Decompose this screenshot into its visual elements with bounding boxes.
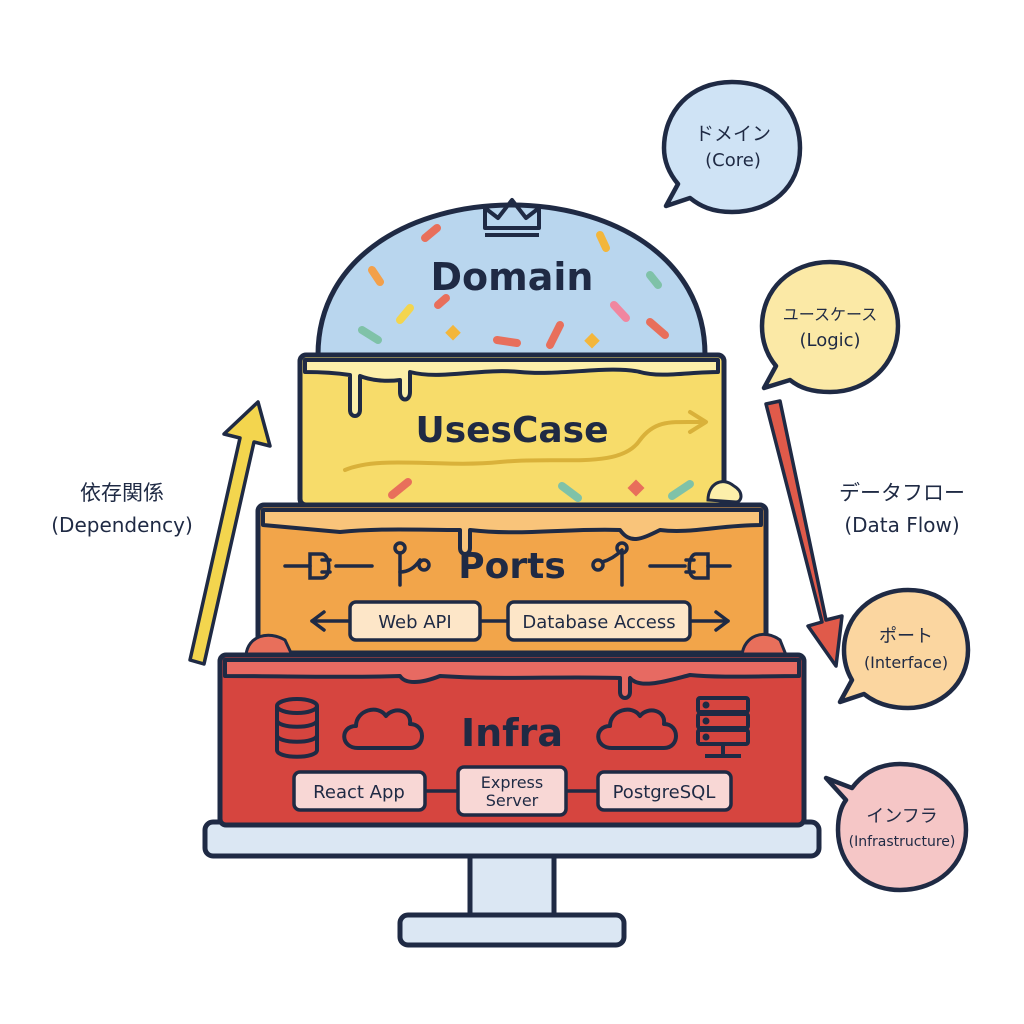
plug-icon: [283, 552, 374, 580]
web-api-box: [348, 600, 482, 642]
database-access-label: Database Access: [522, 612, 675, 633]
bubble-domain-jp: ドメイン: [695, 123, 771, 145]
express-server-box: [456, 765, 568, 817]
dataflow-label-jp: データフロー: [839, 481, 965, 505]
bubble-ports: ポート (Interface): [837, 587, 971, 711]
circuit-icon: [393, 541, 431, 587]
dependency-label-en: (Dependency): [51, 513, 193, 537]
postgresql-label: PostgreSQL: [613, 782, 716, 803]
infra-layer: Infra React App Express Server PostgreSQ…: [217, 632, 807, 828]
dataflow-label-en: (Data Flow): [844, 513, 959, 537]
crown-icon: [483, 198, 541, 237]
usecase-sprinkles: [388, 478, 694, 502]
usecase-layer: UsesCase: [297, 352, 743, 508]
bubble-usecase-jp: ユースケース: [783, 305, 877, 324]
bubble-ports-jp: ポート: [879, 626, 933, 647]
database-icon: [275, 697, 319, 759]
postgresql-box: [596, 770, 733, 812]
web-api-label: Web API: [378, 612, 451, 633]
react-app-box: [292, 770, 427, 812]
circuit-icon-right: [591, 541, 629, 587]
bubble-domain-en: (Core): [705, 150, 761, 171]
bubble-infra-jp: インフラ: [866, 806, 937, 827]
infra-label: Infra: [461, 711, 563, 755]
react-app-label: React App: [313, 782, 405, 803]
server-label: Server: [486, 791, 539, 810]
database-access-box: [506, 600, 692, 642]
bubble-domain: ドメイン (Core): [661, 79, 803, 215]
bubble-infra: インフラ (Infrastructure): [823, 761, 969, 893]
bubble-infra-en: (Infrastructure): [849, 834, 956, 850]
ports-layer: Ports Web API Database Access: [255, 502, 769, 656]
express-label: Express: [481, 773, 543, 792]
bubble-ports-en: (Interface): [864, 653, 948, 672]
bubble-usecase: ユースケース (Logic): [759, 259, 901, 395]
monitor-stand: [202, 819, 822, 948]
dependency-arrow: [188, 400, 272, 666]
plug-icon-right: [648, 552, 732, 580]
data-flow-arrow: [764, 399, 844, 668]
bubble-usecase-en: (Logic): [799, 330, 860, 351]
ports-label: Ports: [458, 546, 566, 587]
cloud-icon-right: [596, 707, 678, 750]
usecase-label: UsesCase: [415, 410, 608, 451]
dependency-label-jp: 依存関係: [80, 481, 164, 505]
sprinkles: [358, 224, 669, 349]
server-rack-icon: [696, 696, 750, 758]
domain-layer: Domain: [315, 198, 708, 358]
cloud-icon: [342, 707, 424, 750]
domain-label: Domain: [431, 255, 594, 299]
